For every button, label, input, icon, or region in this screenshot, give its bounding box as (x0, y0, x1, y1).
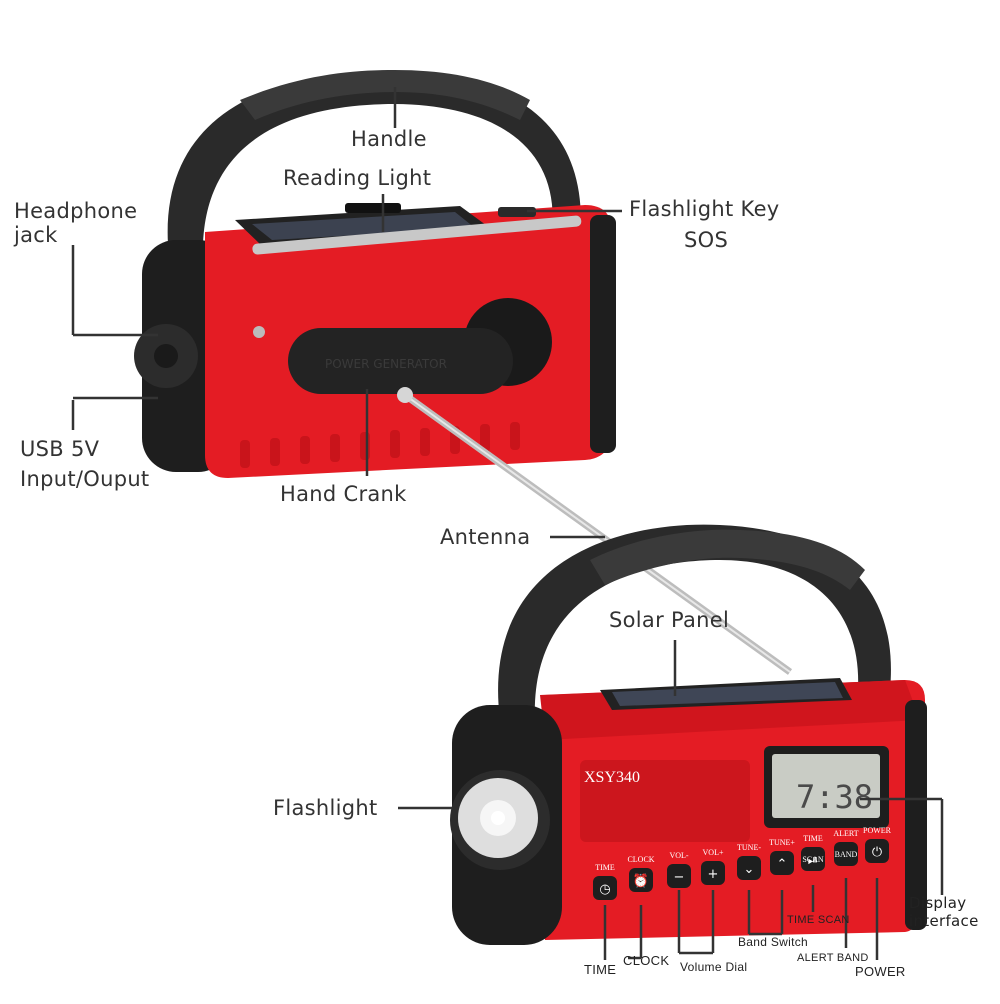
flashlight-key (498, 207, 536, 217)
label-power: POWER (855, 964, 906, 979)
radio-button-8 (865, 839, 889, 863)
radio-button-inner-7: BAND (835, 850, 858, 859)
label-sos: SOS (684, 228, 729, 252)
radio-button-glyph-1: ⏰ (633, 872, 649, 889)
radio-button-glyph-3: + (708, 867, 719, 882)
model-name: XSY340 (584, 769, 640, 786)
label-hand-crank: Hand Crank (280, 482, 407, 506)
lcd-digits: 7:38 (796, 778, 873, 816)
label-usb-2: Input/Ouput (20, 467, 150, 491)
handle-strap (167, 71, 581, 265)
radio-button-glyph-4: ⌄ (744, 862, 755, 877)
radio-button-label-4: TUNE- (737, 843, 761, 852)
radio-button-0 (593, 876, 617, 900)
label-solar-panel: Solar Panel (609, 608, 730, 632)
label-handle: Handle (351, 127, 427, 151)
radio-button-1 (629, 868, 653, 892)
label-flashlight-key: Flashlight Key (629, 197, 780, 221)
radio-button-label-3: VOL+ (703, 848, 724, 857)
label-display-1: Display (909, 894, 967, 912)
radio-button-label-7: ALERT (833, 829, 858, 838)
radio-button-label-0: TIME (595, 863, 615, 872)
radio-button-6 (801, 847, 825, 871)
radio-button-inner-6: SCAN (802, 855, 824, 864)
radio-button-5 (770, 851, 794, 875)
label-headphone-jack: jack (14, 223, 58, 247)
radio-button-glyph-0: ◷ (599, 882, 610, 897)
crank-text: POWER GENERATOR (325, 357, 447, 371)
radio-button-label-5: TUNE+ (769, 838, 795, 847)
label-reading-light: Reading Light (283, 166, 432, 190)
label-volume-dial: Volume Dial (680, 960, 748, 974)
radio-button-label-8: POWER (863, 826, 892, 835)
label-time: TIME (584, 962, 617, 977)
radio-button-glyph-5: ⌃ (777, 857, 788, 872)
label-alert-band: ALERT BAND (797, 952, 869, 964)
radio-button-4 (737, 856, 761, 880)
antenna-folded (252, 215, 582, 255)
lcd-screen (772, 754, 880, 818)
radio-button-glyph-8: ⏻ (872, 845, 882, 860)
radio-button-2 (667, 864, 691, 888)
radio-button-7 (834, 842, 858, 866)
label-usb-1: USB 5V (20, 437, 100, 461)
right-endcap (590, 215, 616, 453)
handle-strap-2 (498, 524, 891, 720)
radio-button-label-2: VOL- (669, 851, 688, 860)
handle-grip (240, 70, 530, 120)
radio-button-glyph-6: ⏯ (808, 853, 818, 868)
label-headphone: Headphone (14, 199, 138, 223)
leader-lines (71, 87, 944, 960)
radio-button-label-6: TIME (803, 834, 823, 843)
bottom-radio: XSY340 7:38 TIME CLOCK VOL- VOL+ TUNE- TUNE+ T… (450, 524, 927, 945)
speaker-grille (580, 760, 750, 842)
radio-button-label-1: CLOCK (627, 855, 654, 864)
label-display-2: interface (909, 912, 979, 930)
radio-button-glyph-2: − (674, 870, 685, 885)
label-antenna: Antenna (440, 525, 531, 549)
radio-button-3 (701, 861, 725, 885)
top-radio: POWER GENERATOR (134, 70, 616, 478)
hand-crank (288, 328, 513, 394)
label-clock: CLOCK (623, 953, 670, 968)
label-flashlight: Flashlight (273, 796, 378, 820)
label-time-scan: TIME SCAN (787, 914, 850, 926)
label-band-switch: Band Switch (738, 935, 809, 949)
